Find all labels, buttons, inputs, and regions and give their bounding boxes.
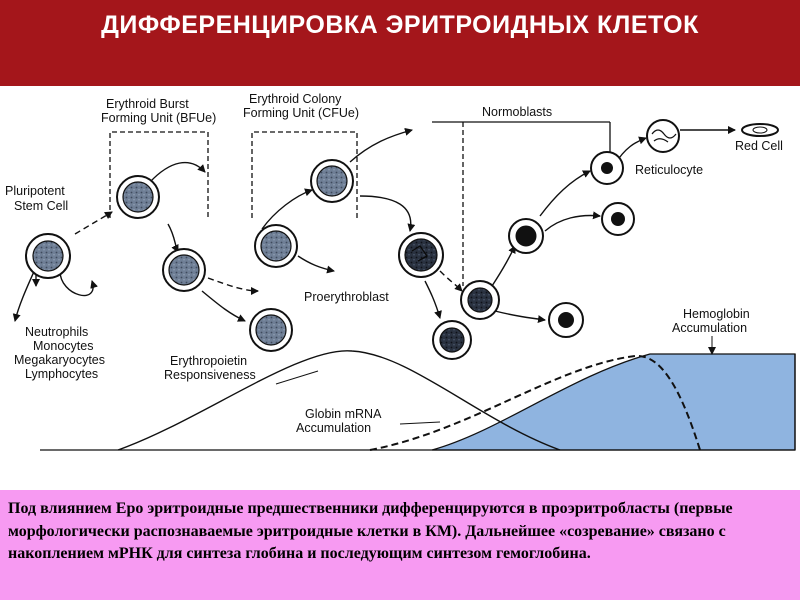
label-hb-2: Accumulation: [672, 321, 747, 335]
early-blast-cell: [249, 308, 293, 352]
label-proerythroblast: Proerythroblast: [304, 290, 389, 304]
erythroid-differentiation-diagram: Pluripotent Stem Cell Erythroid Burst Fo…: [0, 86, 800, 490]
label-red-cell: Red Cell: [735, 139, 783, 153]
bfu-cell: [116, 175, 160, 219]
label-pluripotent-1: Pluripotent: [5, 184, 65, 198]
label-globin-1: Globin mRNA: [305, 407, 382, 421]
label-hb-1: Hemoglobin: [683, 307, 750, 321]
cfu-cell-lower: [254, 224, 298, 268]
pluripotent-stem-cell: [25, 233, 71, 279]
proerythroblast-cell: [398, 232, 444, 278]
caption-text: Под влиянием Epo эритроидные предшествен…: [8, 500, 733, 562]
label-neutrophils: Neutrophils: [25, 325, 88, 339]
label-reticulocyte: Reticulocyte: [635, 163, 703, 177]
label-pluripotent-2: Stem Cell: [14, 199, 68, 213]
label-bfu-2: Forming Unit (BFUe): [101, 111, 216, 125]
cfu-cell-upper: [310, 159, 354, 203]
hemoglobin-accumulation-area: [431, 353, 796, 451]
bfu-daughter-cell: [162, 248, 206, 292]
label-globin-2: Accumulation: [296, 421, 371, 435]
caption-box: Под влиянием Epo эритроидные предшествен…: [0, 490, 800, 600]
header-banner: ДИФФЕРЕНЦИРОВКА ЭРИТРОИДНЫХ КЛЕТОК: [0, 0, 800, 86]
normoblast-cell-lower: [432, 320, 472, 360]
polychromatic-normoblast-cell: [508, 218, 544, 254]
label-lymphocytes: Lymphocytes: [25, 367, 98, 381]
label-cfu-1: Erythroid Colony: [249, 92, 342, 106]
label-cfu-2: Forming Unit (CFUe): [243, 106, 359, 120]
normoblasts-bracket: [432, 121, 611, 286]
erythropoietin-responsiveness-curve: [117, 350, 561, 451]
label-normoblasts: Normoblasts: [482, 105, 552, 119]
page-title: ДИФФЕРЕНЦИРОВКА ЭРИТРОИДНЫХ КЛЕТОК: [101, 11, 699, 39]
label-epo-1: Erythropoietin: [170, 354, 247, 368]
label-megakaryocytes: Megakaryocytes: [14, 353, 105, 367]
basophilic-normoblast-cell: [460, 280, 500, 320]
orthochromatic-normoblast-cell-lower: [548, 302, 584, 338]
orthochromatic-normoblast-cell-upper: [590, 151, 624, 185]
cfu-bracket: [251, 131, 358, 218]
label-monocytes: Monocytes: [33, 339, 93, 353]
globin-mrna-curve: [369, 354, 701, 451]
label-bfu-1: Erythroid Burst: [106, 97, 189, 111]
orthochromatic-normoblast-cell-middle: [601, 202, 635, 236]
label-epo-2: Responsiveness: [164, 368, 256, 382]
red-cell: [741, 123, 779, 137]
reticulocyte-cell: [646, 119, 680, 153]
bfu-bracket: [109, 131, 209, 218]
